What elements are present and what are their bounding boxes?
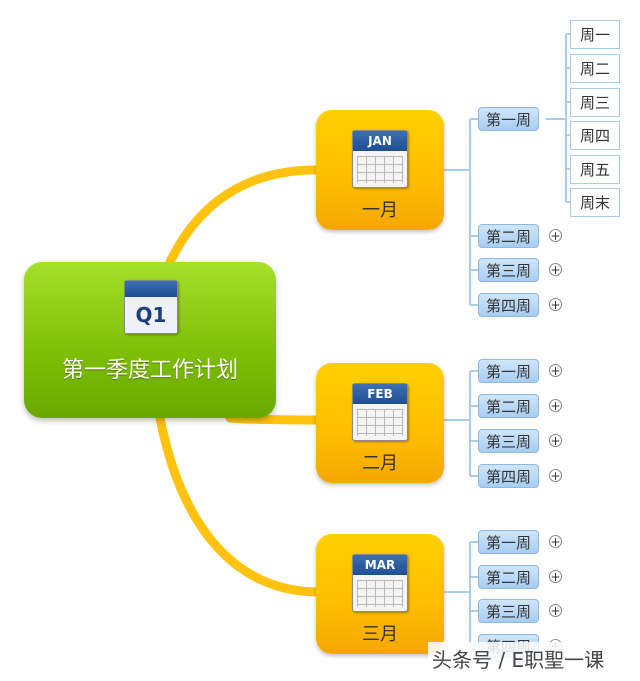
week-topic-mar-2[interactable]: 第二周	[478, 565, 540, 589]
branch-jan-days	[546, 33, 570, 203]
branch-root-to-feb	[225, 413, 321, 425]
week-topic-feb-3[interactable]: 第三周	[478, 429, 540, 453]
root-title: 第一季度工作计划	[61, 358, 238, 383]
calendar-month-abbr: MAR	[353, 555, 407, 575]
branch-mar-weeks	[444, 541, 478, 647]
expand-plus-icon[interactable]: +	[549, 469, 562, 483]
expand-plus-icon[interactable]: +	[549, 263, 562, 277]
calendar-icon: JAN	[352, 130, 408, 188]
q1-badge: Q1	[125, 297, 177, 333]
root-topic[interactable]: Q1 第一季度工作计划	[24, 262, 276, 418]
week-topic-feb-2[interactable]: 第二周	[478, 394, 540, 418]
week-topic-feb-1[interactable]: 第一周	[478, 359, 540, 383]
calendar-month-abbr: FEB	[353, 384, 407, 404]
day-topic-mon[interactable]: 周一	[570, 20, 620, 49]
calendar-icon: MAR	[352, 554, 408, 612]
day-topic-tue[interactable]: 周二	[570, 54, 620, 83]
expand-plus-icon[interactable]: +	[549, 535, 562, 549]
month-label: 二月	[362, 453, 398, 474]
month-topic-feb[interactable]: FEB 二月	[316, 363, 444, 483]
day-topic-weekend[interactable]: 周末	[570, 188, 620, 217]
expand-plus-icon[interactable]: +	[549, 434, 562, 448]
day-topic-wed[interactable]: 周三	[570, 88, 620, 117]
expand-plus-icon[interactable]: +	[549, 570, 562, 584]
month-label: 三月	[362, 624, 398, 645]
watermark: 头条号 / E职聖一课	[428, 642, 609, 675]
expand-plus-icon[interactable]: +	[549, 229, 562, 243]
branch-root-to-jan	[165, 165, 321, 267]
week-topic-jan-4[interactable]: 第四周	[478, 293, 540, 317]
week-topic-mar-3[interactable]: 第三周	[478, 599, 540, 623]
month-topic-jan[interactable]: JAN 一月	[316, 110, 444, 230]
week-topic-jan-3[interactable]: 第三周	[478, 258, 540, 282]
expand-plus-icon[interactable]: +	[549, 604, 562, 618]
week-topic-jan-2[interactable]: 第二周	[478, 224, 540, 248]
branch-feb-weeks	[444, 370, 478, 477]
expand-plus-icon[interactable]: +	[549, 298, 562, 312]
branch-jan-weeks	[444, 118, 478, 306]
calendar-icon: FEB	[352, 383, 408, 441]
branch-root-to-mar	[155, 413, 321, 597]
q1-calendar-icon: Q1	[124, 280, 178, 334]
month-label: 一月	[362, 200, 398, 221]
day-topic-thu[interactable]: 周四	[570, 121, 620, 150]
expand-plus-icon[interactable]: +	[549, 364, 562, 378]
expand-plus-icon[interactable]: +	[549, 399, 562, 413]
month-topic-mar[interactable]: MAR 三月	[316, 534, 444, 654]
week-topic-jan-1[interactable]: 第一周	[478, 107, 540, 131]
week-topic-feb-4[interactable]: 第四周	[478, 464, 540, 488]
calendar-month-abbr: JAN	[353, 131, 407, 151]
day-topic-fri[interactable]: 周五	[570, 155, 620, 184]
week-topic-mar-1[interactable]: 第一周	[478, 530, 540, 554]
